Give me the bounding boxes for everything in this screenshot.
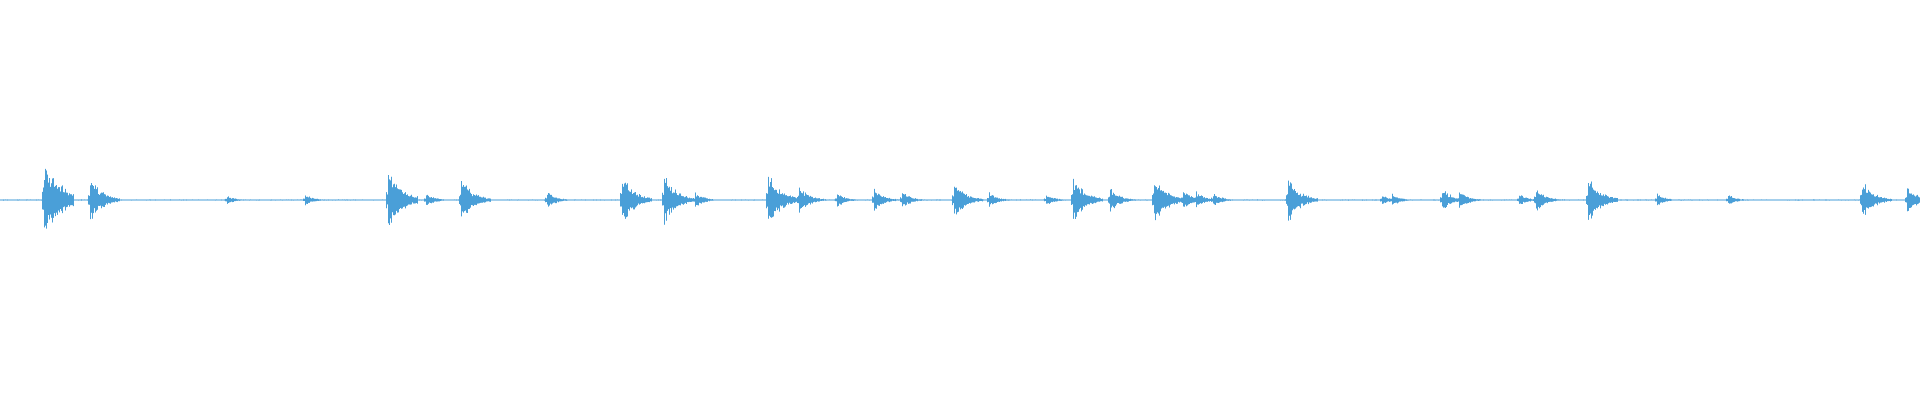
waveform-peaks	[0, 168, 1920, 229]
waveform-trace	[0, 168, 1920, 229]
